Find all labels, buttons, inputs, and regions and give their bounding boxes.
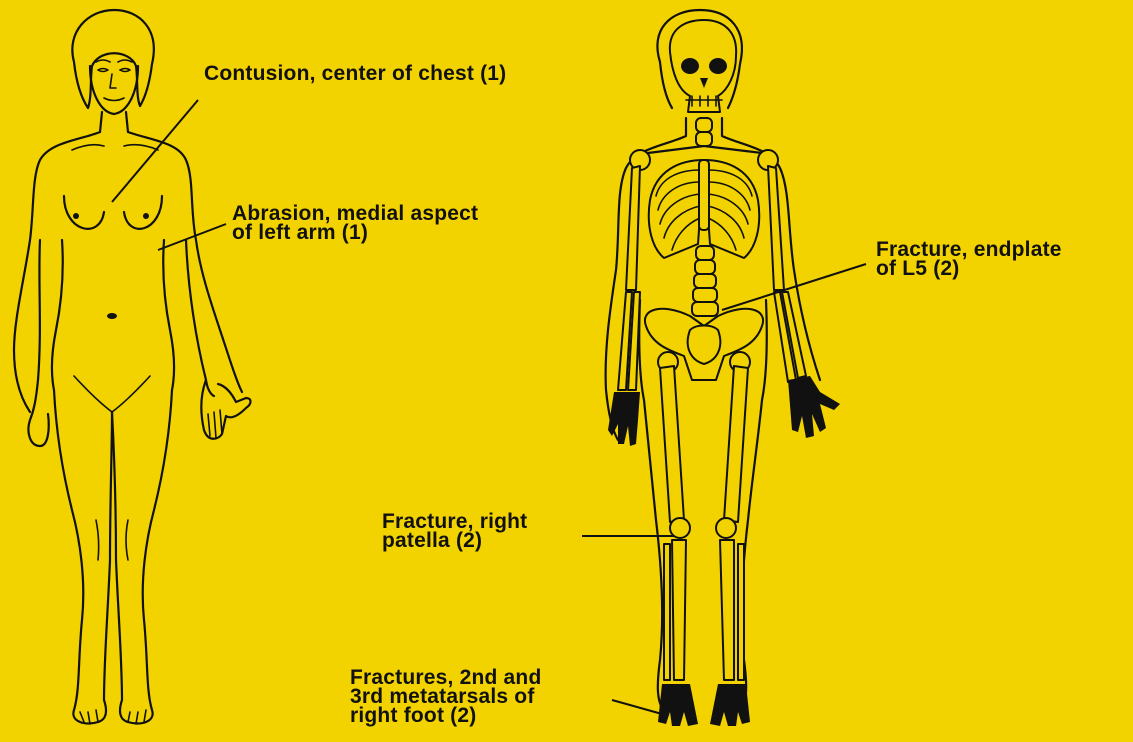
annotation-metatarsals: Fractures, 2nd and 3rd metatarsals of ri… [350,668,541,725]
skeleton-figure [606,10,840,726]
annotation-patella: Fracture, right patella (2) [382,512,527,550]
annotation-contusion-line1: Contusion, center of chest (1) [204,64,506,83]
annotation-contusion: Contusion, center of chest (1) [204,64,506,83]
annotation-abrasion: Abrasion, medial aspect of left arm (1) [232,204,478,242]
annotation-metatarsals-line3: right foot (2) [350,706,541,725]
annotation-l5: Fracture, endplate of L5 (2) [876,240,1062,278]
annotation-patella-line2: patella (2) [382,531,527,550]
leader-metatarsals [612,700,662,714]
leader-abrasion [158,224,226,250]
leader-contusion [112,100,198,202]
annotation-abrasion-line2: of left arm (1) [232,223,478,242]
annotation-l5-line2: of L5 (2) [876,259,1062,278]
body-outline-figure [14,10,251,724]
